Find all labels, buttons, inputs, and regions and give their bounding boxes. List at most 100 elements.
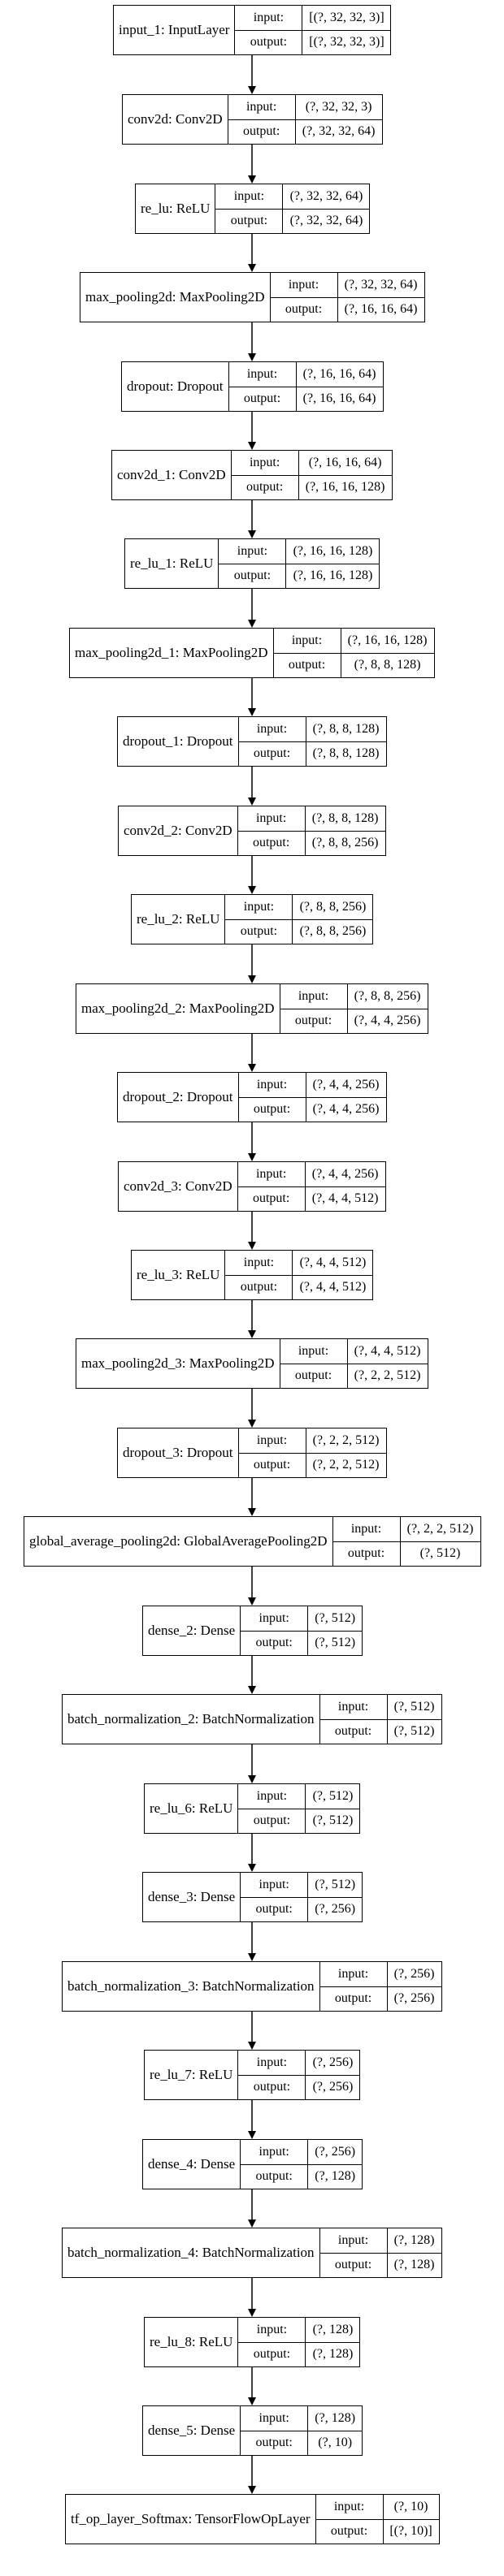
input-label: input: xyxy=(235,6,303,30)
layer-name: dropout_2: Dropout xyxy=(118,1073,239,1122)
output-shape: (?, 512) xyxy=(312,1813,354,1828)
io-table: input:(?, 4, 4, 512)output:(?, 2, 2, 512… xyxy=(280,1339,428,1388)
io-table: input:(?, 4, 4, 256)output:(?, 4, 4, 512… xyxy=(237,1162,385,1211)
output-label: output: xyxy=(238,1809,306,1833)
output-shape: (?, 8, 8, 128) xyxy=(354,658,421,672)
output-label: output: xyxy=(280,1364,348,1388)
input-label: input: xyxy=(215,184,284,209)
output-label: output: xyxy=(271,297,338,322)
output-shape: (?, 8, 8, 128) xyxy=(312,746,380,761)
output-row: output: (?, 512) xyxy=(238,1808,360,1833)
input-row: input:(?, 512) xyxy=(320,1695,441,1719)
output-row: output:[(?, 32, 32, 3)] xyxy=(235,29,391,54)
layer-name: global_average_pooling2d: GlobalAverageP… xyxy=(24,1517,333,1566)
input-row: input:(?, 256) xyxy=(241,2140,362,2164)
input-label: input: xyxy=(333,1517,401,1541)
output-shape: (?, 512) xyxy=(419,1546,461,1561)
arrow-head-icon xyxy=(248,1242,256,1250)
output-shape: (?, 128) xyxy=(312,2347,354,2362)
output-shape: (?, 256) xyxy=(315,1902,356,1917)
layer-name: conv2d: Conv2D xyxy=(123,95,228,144)
arrow-head-icon xyxy=(248,86,256,94)
input-label: input: xyxy=(239,1428,306,1453)
io-table: input:(?, 256)output:(?, 256) xyxy=(238,2051,360,2099)
input-row: input:(?, 256) xyxy=(238,2051,359,2075)
input-shape: (?, 512) xyxy=(315,1877,356,1891)
input-shape: (?, 16, 16, 64) xyxy=(308,455,382,469)
output-row: output:(?, 128) xyxy=(238,2341,360,2366)
io-table: input: (?, 2, 2, 512) output: (?, 512) xyxy=(332,1517,480,1566)
output-row: output:(?, 4, 4, 512) xyxy=(225,1274,373,1299)
output-label: output: xyxy=(241,1631,309,1655)
input-row: input:(?, 32, 32, 64) xyxy=(215,184,369,209)
output-label: output: xyxy=(333,1541,401,1566)
input-label: input: xyxy=(225,895,293,919)
io-table: input:(?, 16, 16, 64)output:(?, 16, 16, … xyxy=(231,451,392,499)
input-shape: (?, 8, 8, 256) xyxy=(299,899,367,914)
io-table: input:(?, 32, 32, 64)output: (?, 32, 32, … xyxy=(215,184,370,233)
io-table: input: (?, 512) output: (?, 256) xyxy=(241,1873,363,1921)
output-row: output:(?, 512) xyxy=(319,1718,441,1744)
input-shape: (?, 128) xyxy=(393,2232,435,2247)
output-shape: (?, 16, 16, 128) xyxy=(293,568,373,583)
input-label: input: xyxy=(239,1073,306,1097)
output-shape: (?, 16, 16, 64) xyxy=(302,391,376,406)
input-label: input: xyxy=(274,629,341,653)
input-shape: (?, 4, 4, 256) xyxy=(312,1077,380,1091)
output-row: output:(?, 2, 2, 512) xyxy=(280,1363,428,1388)
layer-name: dropout: Dropout xyxy=(122,362,229,411)
layer-name: conv2d_1: Conv2D xyxy=(112,451,232,499)
output-label: output: xyxy=(225,919,293,944)
arrow-head-icon xyxy=(248,1064,256,1072)
input-label: input: xyxy=(241,1873,309,1897)
output-row: output:(?, 4, 4, 512) xyxy=(237,1186,385,1211)
input-shape: (?, 128) xyxy=(315,2410,356,2425)
output-label: output: xyxy=(241,1897,309,1921)
input-shape: (?, 16, 16, 64) xyxy=(302,366,376,381)
input-shape: (?, 2, 2, 512) xyxy=(312,1433,380,1447)
layer-name: batch_normalization_3: BatchNormalizatio… xyxy=(63,1962,320,2011)
input-shape: (?, 2, 2, 512) xyxy=(406,1521,474,1536)
layer-node: batch_normalization_3: BatchNormalizatio… xyxy=(62,1961,442,2012)
output-row: output:(?, 16, 16, 128) xyxy=(219,563,380,588)
layer-name: max_pooling2d_3: MaxPooling2D xyxy=(76,1339,280,1388)
input-shape: (?, 10) xyxy=(393,2499,428,2513)
input-label: input: xyxy=(280,984,348,1009)
output-shape: (?, 32, 32, 64) xyxy=(289,214,363,228)
io-table: input:(?, 512)output: (?, 512) xyxy=(241,1606,363,1655)
layer-node: global_average_pooling2d: GlobalAverageP… xyxy=(24,1516,481,1567)
io-table: input:(?, 16, 16, 128)output:(?, 16, 16,… xyxy=(219,539,380,588)
io-table: input:(?, 128)output:(?, 128) xyxy=(238,2318,360,2366)
output-shape: (?, 16, 16, 64) xyxy=(344,302,418,317)
input-label: input: xyxy=(238,1784,306,1809)
output-shape: (?, 128) xyxy=(315,2169,356,2184)
input-row: input:(?, 512) xyxy=(241,1606,362,1631)
layer-name: dense_2: Dense xyxy=(143,1606,241,1655)
output-label: output: xyxy=(232,475,299,499)
input-label: input: xyxy=(241,2140,309,2164)
output-label: output: xyxy=(225,1275,293,1299)
output-label: output: xyxy=(238,2075,306,2099)
output-label: output: xyxy=(215,209,284,233)
arrow-head-icon xyxy=(248,975,256,983)
arrow-head-icon xyxy=(248,2042,256,2050)
io-table: input:(?, 8, 8, 256)output:(?, 4, 4, 256… xyxy=(280,984,428,1033)
layer-name: re_lu_1: ReLU xyxy=(125,539,219,588)
input-row: input:(?, 32, 32, 64) xyxy=(271,273,424,297)
input-label: input: xyxy=(241,1606,309,1631)
layer-name: input_1: InputLayer xyxy=(114,6,236,54)
arrow-head-icon xyxy=(248,708,256,716)
layer-name: re_lu_6: ReLU xyxy=(145,1784,239,1833)
layer-node: batch_normalization_2: BatchNormalizatio… xyxy=(62,1694,442,1744)
io-table: input:(?, 16, 16, 128)output:(?, 8, 8, 1… xyxy=(273,629,434,677)
output-shape: (?, 512) xyxy=(315,1636,356,1650)
output-row: output:(?, 10) xyxy=(241,2430,363,2455)
input-label: input: xyxy=(271,273,338,297)
arrow-head-icon xyxy=(248,1330,256,1338)
